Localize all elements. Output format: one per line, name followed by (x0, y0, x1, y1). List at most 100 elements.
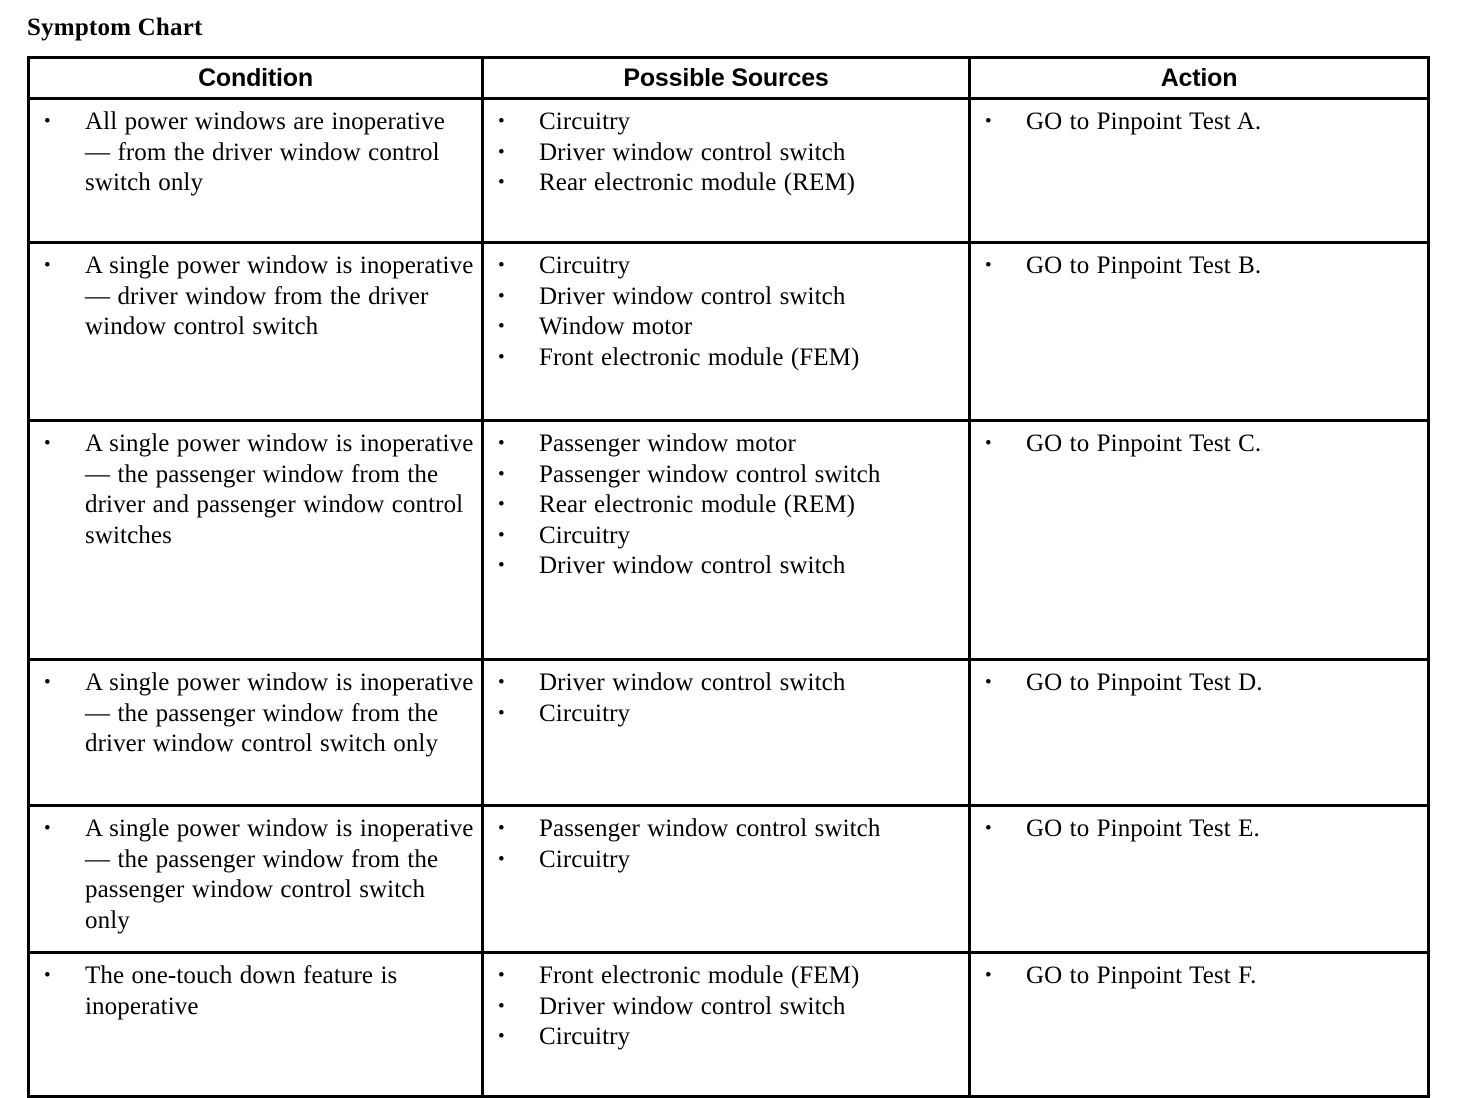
cell-content: •A single power window is inoperative — … (30, 422, 481, 658)
table-header: Condition Possible Sources Action (27, 56, 1430, 100)
bullet-list: •GO to Pinpoint Test B. (971, 251, 1421, 282)
list-item: •Circuitry (484, 521, 962, 552)
cell-action: •GO to Pinpoint Test F. (968, 951, 1430, 1098)
bullet-list: •Front electronic module (FEM) • Driver wi… (484, 961, 962, 1053)
bullet-list: •Circuitry•Driver window control switch•… (484, 107, 962, 199)
list-item-text: A single power window is inoperative — d… (85, 252, 474, 340)
cell-content: •All power windows are inoperative — fro… (30, 100, 481, 241)
bullet-list: •A single power window is inoperative — … (30, 814, 475, 936)
bullet-icon: • (498, 555, 505, 576)
cell-condition: • A single power window is inoperative — … (27, 241, 484, 422)
list-item-text: GO to Pinpoint Test F. (1026, 962, 1257, 989)
bullet-icon: • (498, 463, 505, 485)
cell-possible-sources: •Circuitry•Driver window control switch•… (481, 241, 971, 422)
bullet-icon: • (985, 111, 992, 132)
list-item: •Driver window control switch (484, 668, 962, 699)
bullet-list: •Driver window control switch•Circuitry (484, 668, 962, 729)
list-item: •GO to Pinpoint Test C. (971, 429, 1421, 460)
bullet-list: •GO to Pinpoint Test F. (971, 961, 1421, 992)
list-item-text: A single power window is inoperative — t… (85, 669, 474, 757)
cell-content: •A single power window is inoperative — … (30, 807, 481, 951)
bullet-list: •Passenger window motor•Passenger window… (484, 429, 962, 582)
bullet-icon: • (498, 1026, 505, 1047)
bullet-list: •All power windows are inoperative — fro… (30, 107, 475, 199)
bullet-icon: • (498, 346, 505, 368)
bullet-list: •GO to Pinpoint Test E. (971, 814, 1421, 845)
bullet-icon: • (498, 141, 505, 163)
cell-content: •Front electronic module (FEM) • Driver wi… (484, 954, 968, 1095)
table-row: • All power windows are inoperative — fro… (27, 97, 1430, 244)
cell-condition: •All power windows are inoperative — fro… (27, 97, 484, 244)
list-item: • GO to Pinpoint Test A. (971, 107, 1421, 138)
list-item: •A single power window is inoperative — … (30, 668, 475, 760)
bullet-list: • Passenger window control switch • Circuit… (484, 814, 962, 875)
list-item: • Driver window control switch (484, 551, 962, 582)
cell-content: •GO to Pinpoint Test E. (971, 807, 1427, 951)
bullet-icon: • (498, 672, 505, 693)
list-item: •Front electronic module (FEM) (484, 961, 962, 992)
bullet-icon: • (44, 255, 51, 276)
column-header-action: Action (968, 56, 1430, 100)
cell-content: •Passenger window motor•Passenger window… (484, 422, 968, 658)
list-item: • Driver window control switch (484, 992, 962, 1023)
list-item: •Circuitry (484, 107, 962, 138)
bullet-list: •Circuitry•Driver window control switch•… (484, 251, 962, 373)
list-item-text: GO to Pinpoint Test D. (1026, 669, 1263, 696)
cell-possible-sources: •Front electronic module (FEM) • Driver wi… (481, 951, 971, 1098)
list-item-text: Driver window control switch (539, 282, 846, 310)
bullet-icon: • (498, 285, 505, 307)
list-item-text: All power windows are inoperative — from… (85, 108, 445, 196)
list-item: • Circuitry (484, 845, 962, 876)
list-item-text: Passenger window control switch (539, 460, 881, 488)
list-item: •Rear electronic module (REM) (484, 168, 962, 199)
bullet-icon: • (498, 995, 505, 1017)
cell-action: •GO to Pinpoint Test E. (968, 804, 1430, 954)
list-item-text: Circuitry (539, 699, 631, 727)
list-item: • Driver window control switch (484, 282, 962, 313)
cell-content: •Driver window control switch•Circuitry (484, 661, 968, 804)
cell-content: • A single power window is inoperative — … (30, 244, 481, 419)
cell-condition: •A single power window is inoperative — … (27, 658, 484, 807)
list-item: • Passenger window control switch (484, 460, 962, 491)
cell-action: •GO to Pinpoint Test C. (968, 419, 1430, 661)
list-item: • The one-touch down feature is inoperati… (30, 961, 475, 1022)
list-item-text: A single power window is inoperative — t… (85, 815, 474, 934)
cell-condition: • The one-touch down feature is inoperati… (27, 951, 484, 1098)
bullet-list: •A single power window is inoperative — … (30, 429, 475, 551)
cell-possible-sources: • Passenger window control switch • Circuit… (481, 804, 971, 954)
list-item-text: GO to Pinpoint Test A. (1026, 108, 1262, 135)
list-item: • A single power window is inoperative — … (30, 251, 475, 343)
list-item: •A single power window is inoperative — … (30, 429, 475, 551)
list-item: •GO to Pinpoint Test B. (971, 251, 1421, 282)
bullet-icon: • (498, 524, 505, 546)
cell-content: •Circuitry•Driver window control switch•… (484, 100, 968, 241)
list-item: •Front electronic module (FEM) (484, 343, 962, 374)
list-item: •Circuitry (484, 251, 962, 282)
cell-condition: •A single power window is inoperative — … (27, 804, 484, 954)
cell-content: •A single power window is inoperative — … (30, 661, 481, 804)
table-row: • A single power window is inoperative — … (27, 658, 1430, 807)
list-item-text: Circuitry (539, 252, 631, 279)
bullet-icon: • (44, 965, 51, 986)
cell-action: •GO to Pinpoint Test D. (968, 658, 1430, 807)
bullet-list: • The one-touch down feature is inoperati… (30, 961, 475, 1022)
bullet-icon: • (498, 848, 505, 870)
bullet-icon: • (498, 111, 505, 132)
list-item-text: The one-touch down feature is inoperativ… (85, 962, 398, 1020)
list-item: •Driver window control switch (484, 138, 962, 169)
list-item-text: Driver window control switch (539, 992, 846, 1020)
bullet-icon: • (498, 818, 505, 839)
list-item-text: Passenger window control switch (539, 815, 881, 842)
bullet-list: •A single power window is inoperative — … (30, 668, 475, 760)
list-item: •Circuitry (484, 699, 962, 730)
bullet-icon: • (498, 316, 505, 337)
list-item-text: Driver window control switch (539, 552, 846, 579)
list-item-text: Circuitry (539, 845, 631, 873)
bullet-list: •GO to Pinpoint Test D. (971, 668, 1421, 699)
bullet-list: • A single power window is inoperative — … (30, 251, 475, 343)
list-item: •Circuitry (484, 1022, 962, 1053)
cell-possible-sources: •Passenger window motor•Passenger window… (481, 419, 971, 661)
table-row: • A single power window is inoperative — … (27, 804, 1430, 954)
bullet-icon: • (985, 255, 992, 276)
cell-action: • GO to Pinpoint Test A. (968, 97, 1430, 244)
